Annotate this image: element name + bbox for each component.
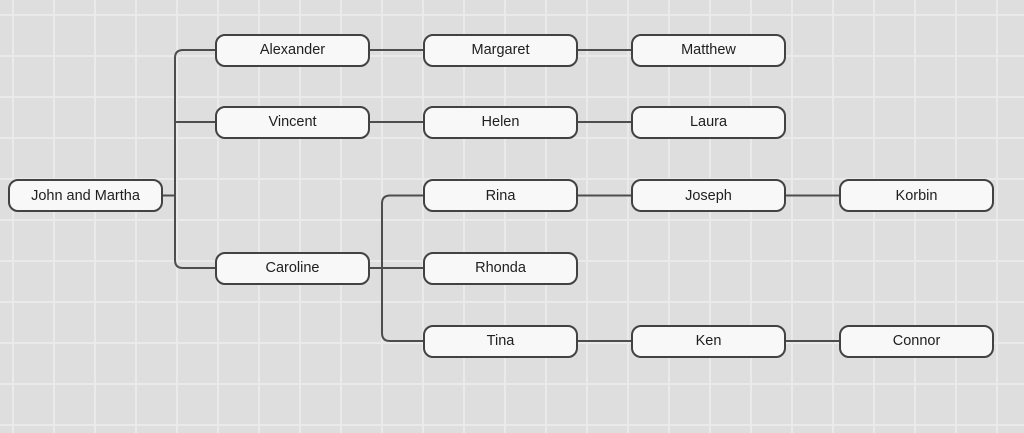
- node-john-martha[interactable]: John and Martha: [8, 179, 163, 212]
- node-ken[interactable]: Ken: [631, 324, 786, 358]
- node-helen[interactable]: Helen: [423, 105, 578, 139]
- node-label: Laura: [689, 114, 728, 130]
- node-label: Matthew: [681, 42, 736, 58]
- node-connor[interactable]: Connor: [839, 324, 994, 358]
- node-label: Ken: [695, 333, 722, 349]
- node-label: Helen: [481, 114, 520, 130]
- node-label: Connor: [892, 333, 941, 349]
- node-tina[interactable]: Tina: [423, 324, 578, 358]
- node-joseph[interactable]: Joseph: [631, 179, 786, 212]
- node-matthew[interactable]: Matthew: [631, 33, 786, 67]
- node-alexander[interactable]: Alexander: [215, 33, 370, 67]
- node-label: Joseph: [685, 187, 732, 204]
- node-margaret[interactable]: Margaret: [423, 33, 578, 67]
- node-label: Caroline: [265, 260, 320, 276]
- node-label: Rina: [485, 187, 516, 204]
- node-vincent[interactable]: Vincent: [215, 105, 370, 139]
- node-label: Alexander: [259, 42, 326, 58]
- node-label: John and Martha: [31, 187, 140, 204]
- node-label: Margaret: [471, 42, 530, 58]
- node-korbin[interactable]: Korbin: [839, 179, 994, 212]
- edge: [174, 49, 215, 269]
- node-label: Tina: [486, 333, 515, 349]
- node-label: Rhonda: [475, 260, 526, 276]
- node-rhonda[interactable]: Rhonda: [423, 251, 578, 285]
- node-label: Vincent: [268, 114, 317, 130]
- node-rina[interactable]: Rina: [423, 179, 578, 212]
- node-laura[interactable]: Laura: [631, 105, 786, 139]
- edge: [381, 194, 423, 342]
- node-label: Korbin: [895, 187, 938, 204]
- node-caroline[interactable]: Caroline: [215, 251, 370, 285]
